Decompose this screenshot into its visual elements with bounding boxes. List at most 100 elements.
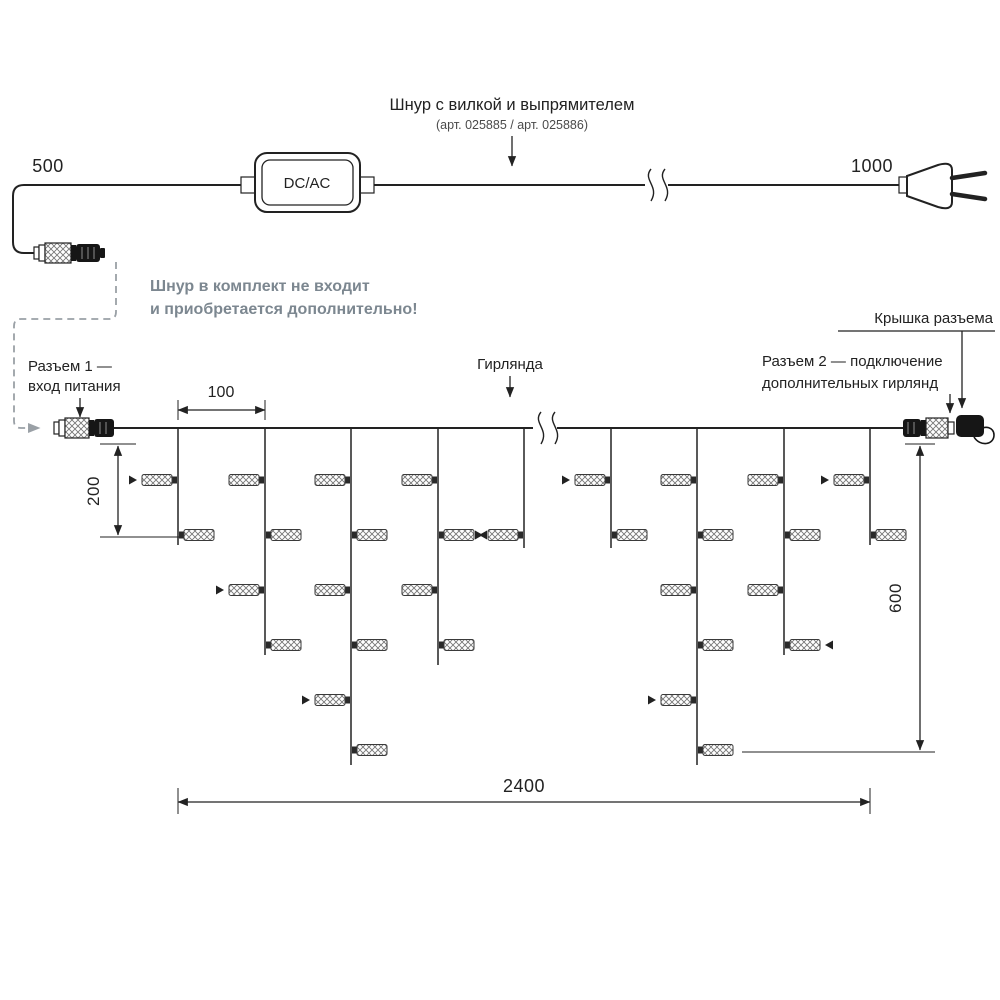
- cap-tether-loop: [973, 426, 995, 445]
- connector-grip: [33, 246, 40, 260]
- cord-note-line1: Шнур в комплект не входит: [150, 278, 370, 295]
- garland-label: Гирлянда: [477, 356, 543, 373]
- plug-body: [906, 162, 953, 210]
- dcac-converter: DC/AC: [240, 152, 375, 213]
- connector-threaded-barrel: [925, 417, 949, 439]
- led-socket: [778, 476, 783, 484]
- led-bulb: [356, 744, 388, 756]
- led-bulb: [228, 584, 260, 596]
- led-socket: [352, 746, 357, 754]
- led-bulb: [789, 639, 821, 651]
- direction-arrow-icon: [562, 475, 570, 485]
- dimension-2400: 2400: [177, 776, 871, 814]
- led-socket: [345, 586, 350, 594]
- dcac-inner-case: [261, 159, 354, 206]
- dcac-label: DC/AC: [284, 175, 331, 192]
- led-socket: [345, 476, 350, 484]
- dim-2400-label: 2400: [503, 776, 545, 796]
- led-bulb: [702, 529, 734, 541]
- dcac-right-nub: [359, 176, 375, 194]
- led-bulb: [660, 474, 692, 486]
- led-bulb: [401, 474, 433, 486]
- power-cord-section: Шнур с вилкой и выпрямителем (арт. 02588…: [12, 96, 988, 434]
- power-plug-icon: [898, 162, 988, 210]
- led-socket: [345, 696, 350, 704]
- led-socket: [518, 531, 523, 539]
- led-socket: [439, 531, 444, 539]
- dimension-600: 600: [742, 443, 935, 753]
- dim-600-label: 600: [886, 583, 905, 613]
- cord-note-line2: и приобретается дополнительно!: [150, 301, 418, 318]
- led-socket: [259, 586, 264, 594]
- led-socket: [432, 476, 437, 484]
- led-bulb: [443, 529, 475, 541]
- led-socket: [352, 641, 357, 649]
- break-curve: [551, 411, 559, 445]
- direction-arrow-icon: [825, 640, 833, 650]
- dimension-200: 200: [84, 443, 182, 538]
- connector-cap: [956, 415, 984, 437]
- led-socket: [352, 531, 357, 539]
- led-bulb: [443, 639, 475, 651]
- led-bulb: [401, 584, 433, 596]
- led-bulb: [314, 584, 346, 596]
- direction-arrow-icon: [216, 585, 224, 595]
- led-bulb: [574, 474, 606, 486]
- led-bulb: [141, 474, 173, 486]
- led-socket: [612, 531, 617, 539]
- cord-title: Шнур с вилкой и выпрямителем: [390, 96, 635, 114]
- connector-grip: [38, 244, 46, 262]
- connector-grip: [53, 421, 60, 435]
- connector-grip: [947, 421, 955, 435]
- led-bulb: [702, 744, 734, 756]
- led-bulb: [660, 584, 692, 596]
- led-socket: [778, 586, 783, 594]
- garland-section: Разъем 1 — вход питания Гирлянда Разъем …: [28, 310, 995, 814]
- connector-grip: [58, 419, 66, 437]
- led-socket: [266, 641, 271, 649]
- garland-break-icon: [537, 411, 559, 445]
- led-bulb: [616, 529, 648, 541]
- led-bulb: [789, 529, 821, 541]
- led-bulb: [747, 474, 779, 486]
- led-bulb: [747, 584, 779, 596]
- led-bulb: [702, 639, 734, 651]
- led-socket: [432, 586, 437, 594]
- connector-end-cap: [100, 248, 105, 258]
- connector-ribbed-grip: [903, 419, 921, 437]
- cap-label: Крышка разъема: [874, 310, 993, 327]
- led-socket: [864, 476, 869, 484]
- connector-threaded-barrel: [64, 417, 90, 439]
- led-socket: [785, 531, 790, 539]
- connector2-label-line2: дополнительных гирлянд: [762, 375, 938, 392]
- cord-break-icon: [647, 168, 669, 202]
- direction-arrow-icon: [475, 530, 483, 540]
- led-bulb: [875, 529, 907, 541]
- led-socket: [698, 746, 703, 754]
- led-bulb: [270, 529, 302, 541]
- dim-500-label: 500: [32, 156, 64, 176]
- led-socket: [605, 476, 610, 484]
- led-socket: [698, 641, 703, 649]
- led-socket: [785, 641, 790, 649]
- break-curve: [661, 168, 669, 202]
- plug-collar: [898, 176, 908, 194]
- dcac-left-nub: [240, 176, 256, 194]
- plug-pin-top: [949, 170, 988, 181]
- led-socket: [259, 476, 264, 484]
- connector1-label-line1: Разъем 1 —: [28, 358, 112, 375]
- led-bulb: [270, 639, 302, 651]
- connector-threaded-barrel: [44, 242, 72, 264]
- dim-200-label: 200: [84, 476, 103, 506]
- optional-cord-dashed-path: [13, 262, 117, 434]
- led-socket: [172, 476, 177, 484]
- cord-subtitle: (арт. 025885 / арт. 025886): [436, 118, 588, 132]
- cord-wire-left-segment: [12, 184, 241, 254]
- connector1-label-line2: вход питания: [28, 378, 121, 395]
- led-socket: [691, 586, 696, 594]
- break-curve: [647, 168, 655, 202]
- connector-collar: [71, 245, 76, 261]
- led-socket: [871, 531, 876, 539]
- led-bulb: [183, 529, 215, 541]
